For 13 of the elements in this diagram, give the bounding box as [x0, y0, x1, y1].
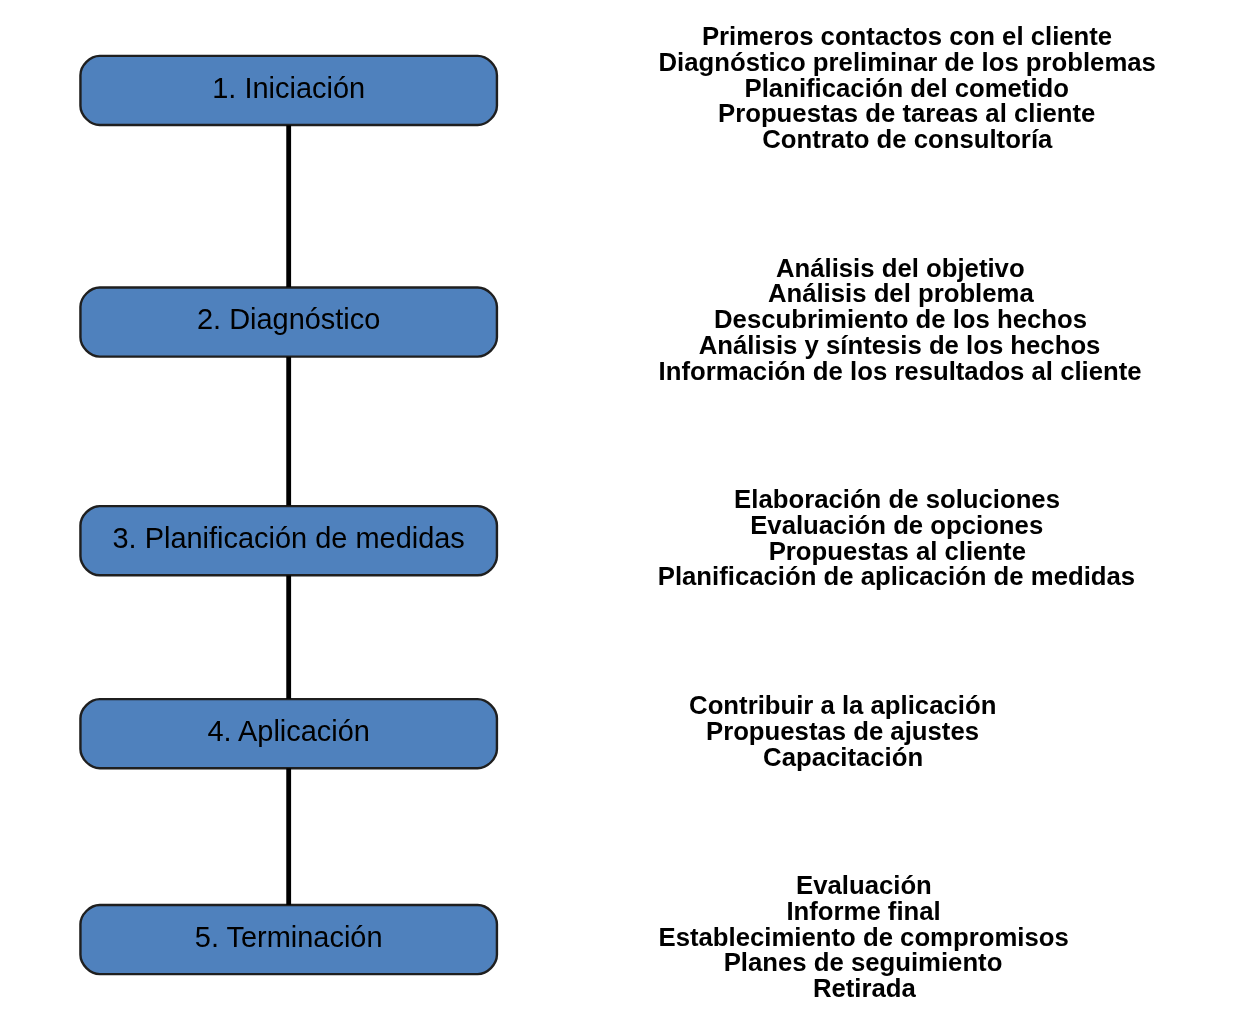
- node-label: Propuestas de tareas al cliente: [718, 99, 1096, 128]
- connector: [286, 125, 292, 288]
- node-box: 4. Aplicación: [79, 697, 499, 770]
- node-box: 5. Terminación: [79, 903, 499, 976]
- connector: [286, 768, 292, 905]
- connector: [286, 575, 292, 699]
- node-label: Análisis del objetivo: [775, 253, 1025, 282]
- node-box: 1. Iniciación: [79, 54, 499, 127]
- connector: [286, 356, 292, 506]
- node-box: 3. Planificación de medidas: [79, 504, 499, 577]
- node-label: Establecimiento de compromisos: [658, 922, 1069, 951]
- node-label: Contribuir a la aplicación: [689, 691, 997, 720]
- node-box: 2. Diagnóstico: [79, 286, 499, 358]
